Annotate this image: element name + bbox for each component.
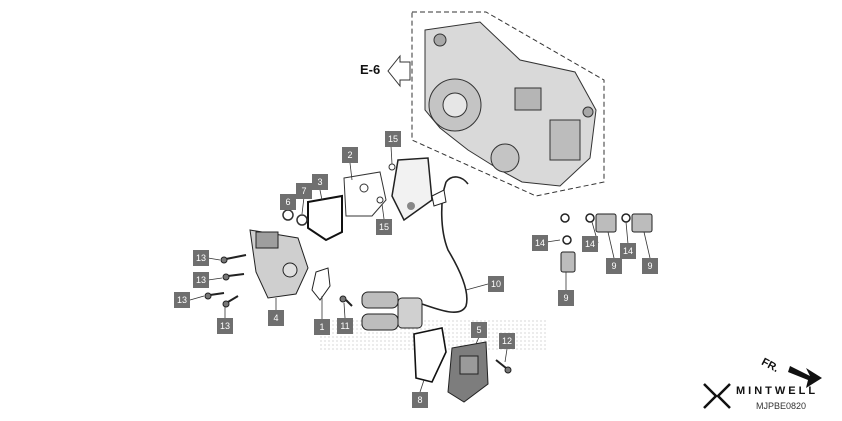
callout-13: 13 — [174, 292, 190, 308]
callout-1: 1 — [314, 319, 330, 335]
callout-9: 9 — [606, 258, 622, 274]
clip-icon — [431, 189, 447, 207]
callout-13: 13 — [193, 272, 209, 288]
solenoid-cluster — [361, 291, 423, 331]
bracket-1 — [311, 267, 331, 301]
callout-8: 8 — [412, 392, 428, 408]
o-ring-7 — [296, 214, 308, 226]
callout-5: 5 — [471, 322, 487, 338]
callout-4: 4 — [268, 310, 284, 326]
washers-14 — [560, 213, 631, 245]
callout-13: 13 — [217, 318, 233, 334]
callout-13: 13 — [193, 250, 209, 266]
bolt-12 — [495, 359, 512, 374]
callout-2: 2 — [342, 147, 358, 163]
reference-arrow-icon — [387, 54, 411, 88]
callout-9: 9 — [642, 258, 658, 274]
brand-name: MINTWELL — [736, 385, 819, 397]
front-direction-arrow-icon — [788, 366, 822, 388]
callout-14: 14 — [532, 235, 548, 251]
gasket-3 — [307, 194, 343, 242]
sensors-9 — [560, 213, 653, 273]
gasket-panel — [391, 157, 433, 222]
callout-14: 14 — [582, 236, 598, 252]
bolts-13 — [204, 254, 247, 308]
gasket-8 — [413, 327, 447, 383]
brand-logo-icon — [703, 383, 731, 409]
o-ring-6 — [282, 209, 294, 221]
callout-12: 12 — [499, 333, 515, 349]
engine-outline — [411, 11, 605, 197]
callout-14: 14 — [620, 243, 636, 259]
gasket-2 — [343, 171, 387, 217]
callout-10: 10 — [488, 276, 504, 292]
diagram-code: MJPBE0820 — [756, 401, 807, 411]
callout-11: 11 — [337, 318, 353, 334]
callout-7: 7 — [296, 183, 312, 199]
engine-block — [424, 21, 597, 187]
callout-15: 15 — [385, 131, 401, 147]
callout-9: 9 — [558, 290, 574, 306]
reference-label: E-6 — [360, 62, 381, 77]
bolt-11 — [339, 295, 353, 307]
wire-10 — [421, 181, 468, 314]
callout-6: 6 — [280, 194, 296, 210]
callout-3: 3 — [312, 174, 328, 190]
callout-15: 15 — [376, 219, 392, 235]
